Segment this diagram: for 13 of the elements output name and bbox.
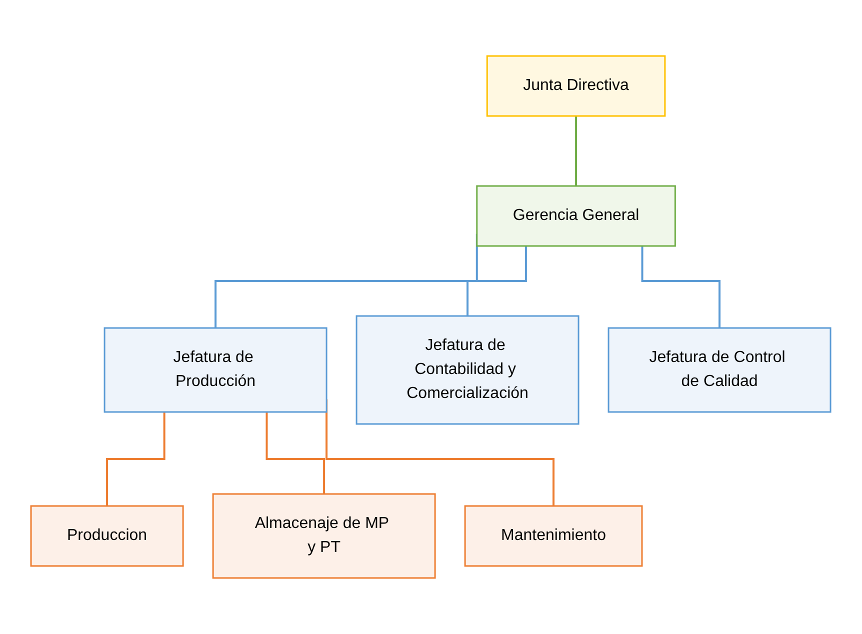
node-box: Jefatura de Control de Calidad: [608, 327, 832, 413]
node-box: Jefatura de Producción: [104, 327, 328, 413]
node-box: Mantenimiento: [464, 505, 643, 567]
node-box: Junta Directiva: [486, 55, 666, 117]
connector: [106, 412, 166, 507]
connector: [575, 116, 578, 187]
node-box: Jefatura de Contabilidad y Comercialización: [356, 315, 580, 425]
node-box: Gerencia General: [476, 185, 676, 247]
node-box: Almacenaje de MP y PT: [212, 493, 436, 579]
connector: [266, 412, 326, 495]
connector: [642, 246, 721, 329]
node-box: Produccion: [30, 505, 184, 567]
connector: [466, 246, 528, 317]
